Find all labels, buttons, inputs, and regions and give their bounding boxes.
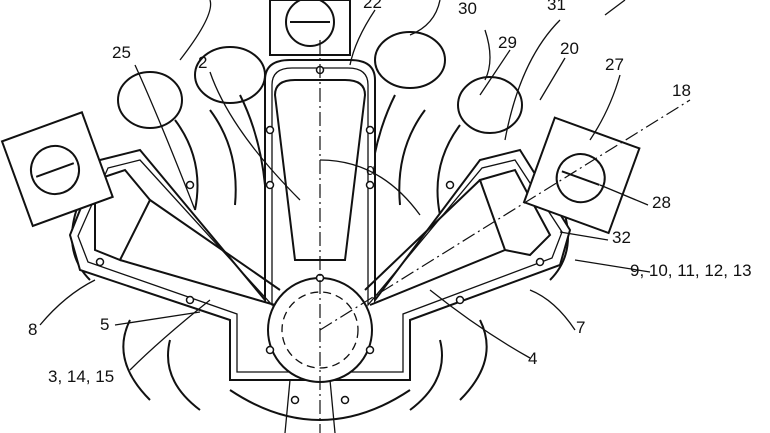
label-28: 28 bbox=[652, 193, 671, 212]
label-4: 4 bbox=[528, 349, 537, 368]
label-18: 18 bbox=[672, 81, 691, 100]
label-2: 2 bbox=[198, 53, 207, 72]
label-8: 8 bbox=[28, 320, 37, 339]
label-32: 32 bbox=[612, 228, 631, 247]
label-30: 30 bbox=[458, 0, 477, 18]
label-5: 5 bbox=[100, 315, 109, 334]
label-20: 20 bbox=[560, 39, 579, 58]
label-27: 27 bbox=[605, 55, 624, 74]
label-3-14-15: 3, 14, 15 bbox=[48, 367, 114, 386]
label-25: 25 bbox=[112, 43, 131, 62]
label-31: 31 bbox=[547, 0, 566, 14]
label-9-13: 9, 10, 11, 12, 13 bbox=[630, 261, 752, 280]
label-22: 22 bbox=[363, 0, 382, 12]
label-alpha: α bbox=[366, 160, 376, 179]
label-7: 7 bbox=[576, 318, 585, 337]
throttle-body-top bbox=[270, 0, 350, 55]
label-29: 29 bbox=[498, 33, 517, 52]
